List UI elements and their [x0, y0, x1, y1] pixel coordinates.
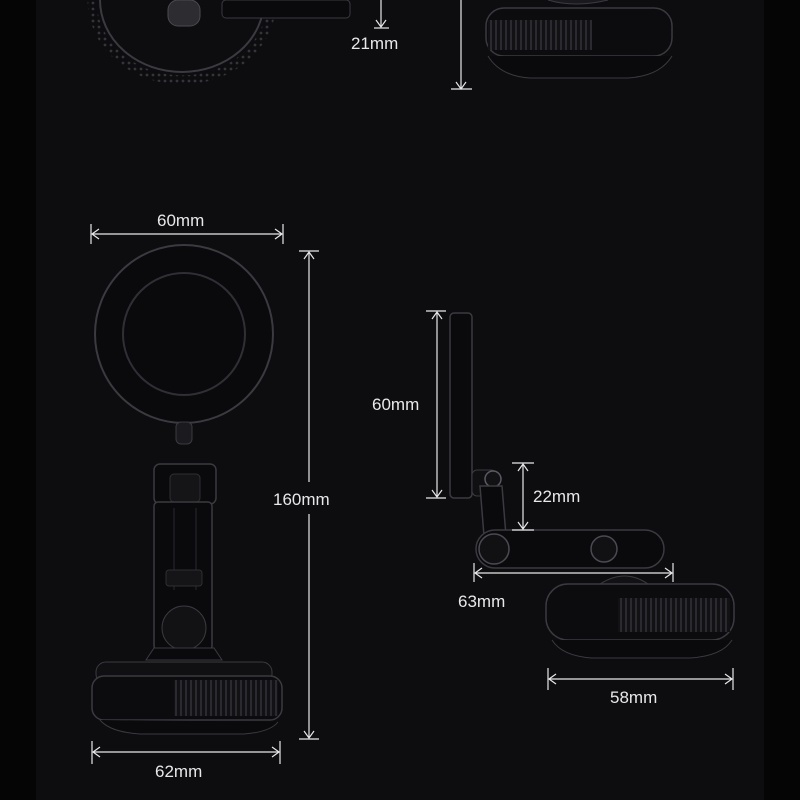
side-plate [449, 312, 473, 499]
side-upright-arm [479, 485, 507, 537]
label-side-joint: 22mm [533, 487, 580, 506]
top-center-knob [167, 0, 201, 27]
top-ring-crop [87, 0, 277, 85]
label-side-base: 58mm [610, 688, 657, 707]
dim-side-joint [512, 462, 534, 531]
label-top-thickness: 21mm [351, 34, 398, 53]
dim-side-base [547, 668, 734, 690]
front-ball-joint [161, 605, 207, 651]
label-base-width: 62mm [155, 762, 202, 781]
dim-front-height [299, 250, 319, 740]
side-suction-cup [551, 639, 733, 659]
dim-side-plate [426, 310, 446, 499]
top-view-partial [87, 0, 389, 85]
front-suction-cup [99, 719, 279, 735]
right-margin-band [764, 0, 800, 800]
label-front-height: 160mm [273, 490, 330, 509]
top-arm-crop [221, 0, 351, 19]
top-base-partial [451, 0, 673, 91]
label-arm-length: 63mm [458, 592, 505, 611]
side-hinge [484, 470, 502, 488]
magnetic-ring-inner [122, 272, 246, 396]
label-side-plate: 60mm [372, 395, 419, 414]
left-margin-band [0, 0, 36, 800]
side-view [449, 312, 735, 659]
front-view [91, 244, 283, 735]
dim-front-width [90, 224, 284, 244]
label-front-width: 60mm [157, 211, 204, 230]
dim-base-width [91, 741, 281, 764]
top-suction-cup [487, 55, 673, 79]
side-horizontal-arm [475, 529, 665, 569]
dim-arm-length [473, 563, 674, 582]
